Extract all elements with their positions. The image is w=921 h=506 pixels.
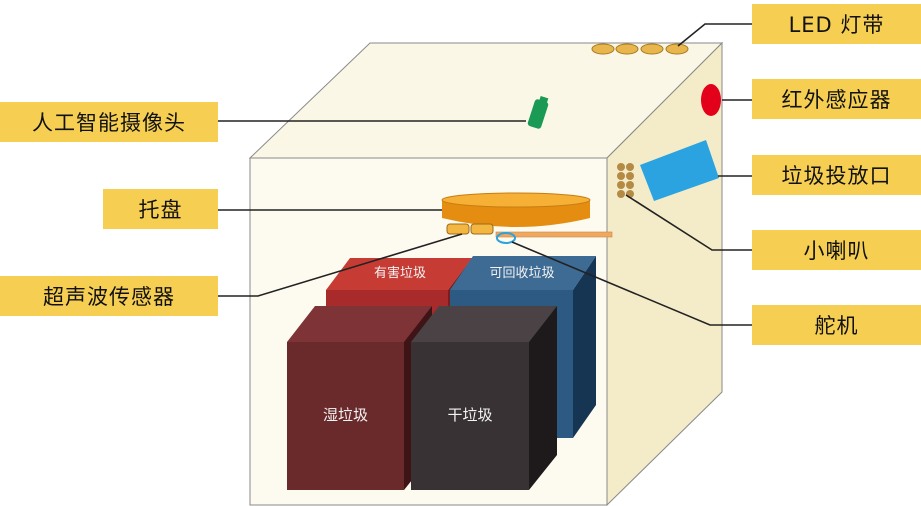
- callout-ultrasonic: 超声波传感器: [0, 276, 218, 316]
- leader-lines: [218, 23, 752, 326]
- infrared-sensor: [701, 84, 721, 116]
- bin-label-dry: 干垃圾: [447, 405, 493, 424]
- bin-label-wet: 湿垃圾: [322, 405, 368, 424]
- speaker: [617, 163, 634, 198]
- callout-servo: 舵机: [752, 305, 921, 345]
- led-strip: [591, 43, 689, 55]
- ultrasonic-sensor: [446, 223, 494, 235]
- ai-camera: [527, 95, 549, 129]
- bin-dry: [411, 306, 557, 490]
- callout-speaker: 小喇叭: [752, 230, 921, 270]
- bin-label-hazardous: 有害垃圾: [373, 265, 426, 281]
- bin-label-recyclable: 可回收垃圾: [489, 265, 555, 281]
- callout-camera: 人工智能摄像头: [0, 102, 218, 142]
- callout-tray: 托盘: [103, 189, 218, 229]
- tray: [441, 192, 591, 227]
- callout-led: LED 灯带: [752, 4, 921, 44]
- callout-infrared: 红外感应器: [752, 79, 921, 119]
- callout-inlet: 垃圾投放口: [752, 155, 921, 195]
- servo: [495, 231, 613, 244]
- bin-wet: [287, 306, 432, 490]
- inlet-opening: [640, 140, 719, 201]
